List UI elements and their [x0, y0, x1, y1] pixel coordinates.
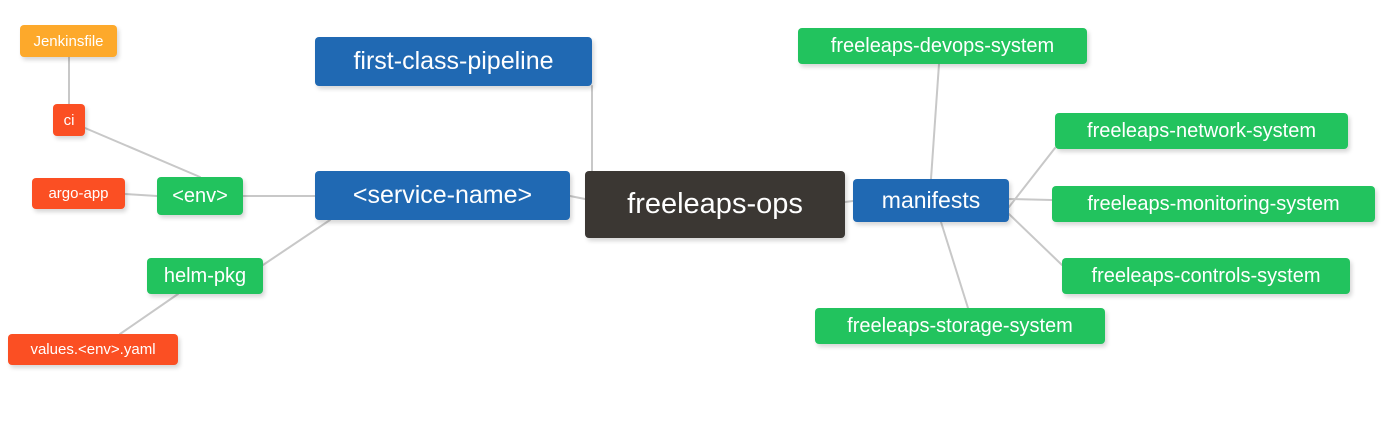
- node-label: first-class-pipeline: [353, 47, 554, 75]
- node-label: manifests: [881, 187, 981, 213]
- edge-freeleaps-ops-to-manifests: [844, 200, 854, 203]
- edge-manifests-to-freeleaps-monitoring-system: [1008, 198, 1053, 201]
- edge-helm-pkg-to-values-env-yaml: [119, 293, 179, 335]
- node-label: freeleaps-storage-system: [847, 315, 1073, 337]
- node-label: argo-app: [48, 185, 109, 202]
- edge-manifests-to-freeleaps-network-system: [1008, 147, 1056, 208]
- node-label: freeleaps-network-system: [1087, 120, 1316, 142]
- mindmap-node-values-env-yaml[interactable]: values.<env>.yaml: [8, 334, 178, 365]
- mindmap-node-argo-app[interactable]: argo-app: [32, 178, 125, 209]
- mindmap-node-freeleaps-monitoring-system[interactable]: freeleaps-monitoring-system: [1052, 186, 1375, 222]
- edge-manifests-to-freeleaps-storage-system: [940, 221, 969, 309]
- edge-freeleaps-ops-to-service-name: [569, 195, 586, 200]
- edge-manifests-to-freeleaps-devops-system: [930, 63, 940, 180]
- mindmap-node-helm-pkg[interactable]: helm-pkg: [147, 258, 263, 294]
- node-label: freeleaps-ops: [627, 188, 803, 220]
- mindmap-node-env[interactable]: <env>: [157, 177, 243, 215]
- node-label: Jenkinsfile: [33, 32, 104, 50]
- node-label: freeleaps-controls-system: [1091, 265, 1321, 287]
- mindmap-node-jenkinsfile[interactable]: Jenkinsfile: [20, 25, 117, 57]
- node-label: helm-pkg: [163, 265, 247, 287]
- edge-env-to-ci: [84, 127, 201, 178]
- node-label: <service-name>: [352, 181, 533, 209]
- mindmap-node-ci[interactable]: ci: [53, 104, 85, 136]
- node-label: freeleaps-monitoring-system: [1087, 193, 1340, 215]
- mindmap-node-first-class-pipeline[interactable]: first-class-pipeline: [315, 37, 592, 86]
- mindmap-node-freeleaps-network-system[interactable]: freeleaps-network-system: [1055, 113, 1348, 149]
- node-label: freeleaps-devops-system: [830, 35, 1055, 57]
- node-label: <env>: [172, 185, 228, 207]
- mindmap-node-manifests[interactable]: manifests: [853, 179, 1009, 222]
- edge-service-name-to-helm-pkg: [262, 219, 331, 266]
- mindmap-node-freeleaps-ops[interactable]: freeleaps-ops: [585, 171, 845, 238]
- mindmap-node-freeleaps-storage-system[interactable]: freeleaps-storage-system: [815, 308, 1105, 344]
- node-label: ci: [63, 111, 75, 129]
- mindmap-node-freeleaps-devops-system[interactable]: freeleaps-devops-system: [798, 28, 1087, 64]
- mindmap-node-service-name[interactable]: <service-name>: [315, 171, 570, 220]
- mindmap-node-freeleaps-controls-system[interactable]: freeleaps-controls-system: [1062, 258, 1350, 294]
- node-label: values.<env>.yaml: [30, 341, 156, 358]
- edge-env-to-argo-app: [124, 193, 158, 197]
